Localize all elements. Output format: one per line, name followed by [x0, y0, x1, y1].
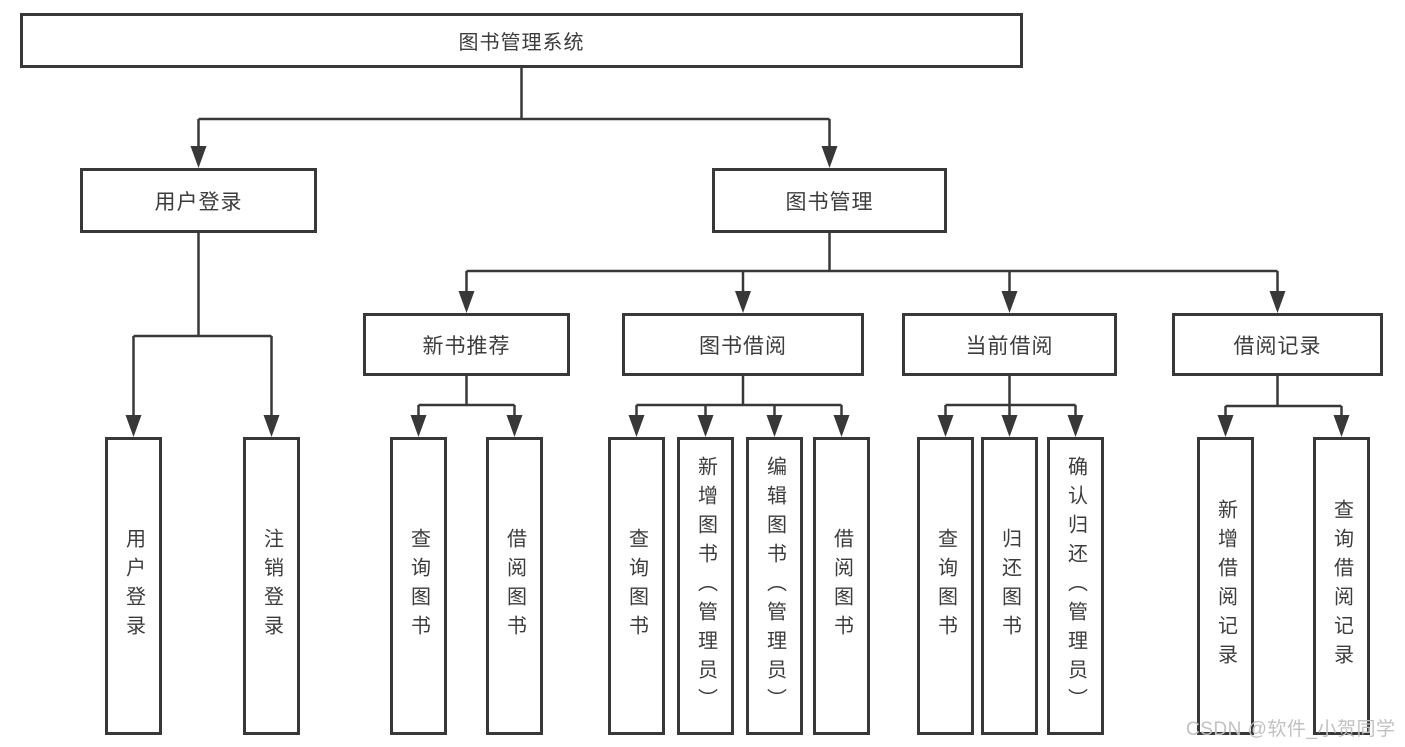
node-book-borrow: 图书借阅 [622, 313, 864, 376]
leaf-nbr-query-books-label: 查询图书 [407, 528, 430, 644]
leaf-bb-borrow-books: 借阅图书 [813, 437, 870, 735]
leaf-user-login-label: 用户登录 [122, 528, 145, 644]
connector-borrow-records-split [1224, 376, 1343, 421]
leaf-user-login: 用户登录 [105, 437, 162, 735]
node-new-book-recommend-label: 新书推荐 [422, 334, 511, 358]
leaf-cb-query-books: 查询图书 [917, 437, 974, 735]
node-current-borrow: 当前借阅 [902, 313, 1117, 376]
leaf-nbr-borrow-books-label: 借阅图书 [503, 528, 526, 644]
connector-current-borrow-split [944, 376, 1077, 421]
node-user-login-label: 用户登录 [154, 190, 243, 214]
connector-root-split [197, 68, 831, 152]
leaf-bb-borrow-books-label: 借阅图书 [830, 528, 853, 644]
connector-user-login-split [132, 233, 273, 421]
node-user-login: 用户登录 [80, 168, 317, 233]
leaf-br-add-borrow-record: 新增借阅记录 [1197, 437, 1254, 735]
node-current-borrow-label: 当前借阅 [965, 334, 1054, 358]
leaf-bb-add-books-admin: 新增图书（管理员） [677, 437, 734, 735]
connector-new-book-recommend-split [417, 376, 516, 421]
leaf-cb-return-books: 归还图书 [981, 437, 1038, 735]
connector-book-borrow-split [635, 376, 843, 421]
node-root: 图书管理系统 [20, 13, 1023, 68]
leaf-br-query-borrow-record: 查询借阅记录 [1313, 437, 1370, 735]
connector-book-management-split [465, 233, 1279, 297]
leaf-bb-edit-books-admin-label: 编辑图书（管理员） [763, 455, 786, 717]
leaf-br-query-borrow-record-label: 查询借阅记录 [1330, 499, 1353, 673]
leaf-bb-query-books: 查询图书 [608, 437, 665, 735]
node-borrow-records: 借阅记录 [1172, 313, 1383, 376]
leaf-cb-confirm-return-admin-label: 确认归还（管理员） [1064, 455, 1087, 717]
node-borrow-records-label: 借阅记录 [1233, 334, 1322, 358]
leaf-bb-edit-books-admin: 编辑图书（管理员） [746, 437, 803, 735]
node-book-management: 图书管理 [712, 168, 947, 233]
leaf-bb-query-books-label: 查询图书 [625, 528, 648, 644]
leaf-cb-query-books-label: 查询图书 [934, 528, 957, 644]
leaf-cb-return-books-label: 归还图书 [998, 528, 1021, 644]
csdn-watermark: CSDN @软件_小贺同学 [1186, 719, 1396, 740]
node-root-label: 图书管理系统 [458, 32, 585, 54]
leaf-nbr-borrow-books: 借阅图书 [486, 437, 543, 735]
node-book-management-label: 图书管理 [785, 190, 874, 214]
leaf-cb-confirm-return-admin: 确认归还（管理员） [1047, 437, 1104, 735]
leaf-nbr-query-books: 查询图书 [390, 437, 447, 735]
leaf-bb-add-books-admin-label: 新增图书（管理员） [694, 455, 717, 717]
leaf-br-add-borrow-record-label: 新增借阅记录 [1214, 499, 1237, 673]
leaf-logout-login: 注销登录 [243, 437, 300, 735]
node-new-book-recommend: 新书推荐 [363, 313, 570, 376]
leaf-logout-login-label: 注销登录 [260, 528, 283, 644]
node-book-borrow-label: 图书借阅 [699, 334, 787, 358]
